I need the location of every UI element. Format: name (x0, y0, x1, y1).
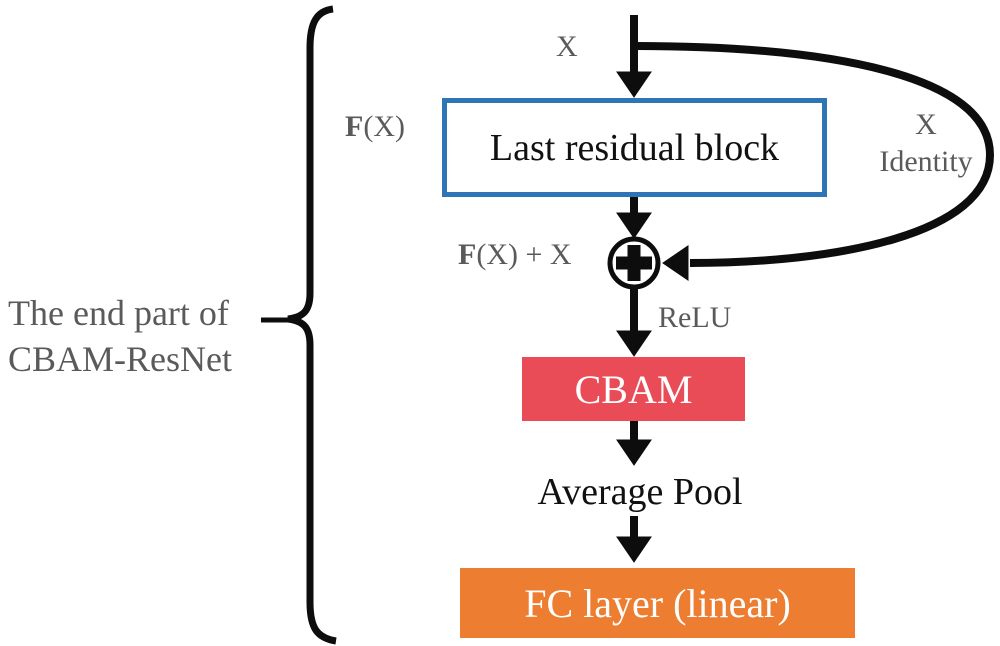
arrow-pool-to-fc-head (616, 536, 652, 563)
fx-label-bold: F (345, 110, 364, 143)
identity-label-line1: X (915, 108, 937, 141)
cbam-node: CBAM (522, 357, 745, 421)
arrow-input-head (616, 71, 652, 98)
identity-label: X Identity (855, 106, 997, 180)
sum-label: F(X) + X (458, 238, 572, 272)
fc-layer-node: FC layer (linear) (460, 568, 855, 638)
identity-arc-arrowhead (662, 245, 689, 281)
relu-label: ReLU (658, 301, 732, 334)
arrow-sum-to-cbam-head (616, 330, 652, 357)
identity-arc (633, 42, 995, 267)
fx-label-rest: (X) (363, 110, 405, 143)
last-residual-block-node: Last residual block (442, 98, 827, 197)
sum-label-bold: F (458, 238, 477, 271)
arrow-residual-to-sum-head (616, 212, 652, 239)
average-pool-label: Average Pool (537, 471, 743, 513)
brace-caption-line2: CBAM-ResNet (8, 339, 232, 379)
curly-brace (287, 5, 337, 645)
input-label: X (556, 30, 578, 63)
fx-label: F(X) (345, 110, 405, 144)
identity-label-line2: Identity (879, 145, 973, 178)
sum-label-rest: (X) + X (476, 238, 572, 271)
brace-caption-line1: The end part of (8, 293, 229, 333)
arrow-cbam-to-pool-head (616, 439, 652, 466)
brace-caption: The end part of CBAM-ResNet (8, 290, 232, 382)
